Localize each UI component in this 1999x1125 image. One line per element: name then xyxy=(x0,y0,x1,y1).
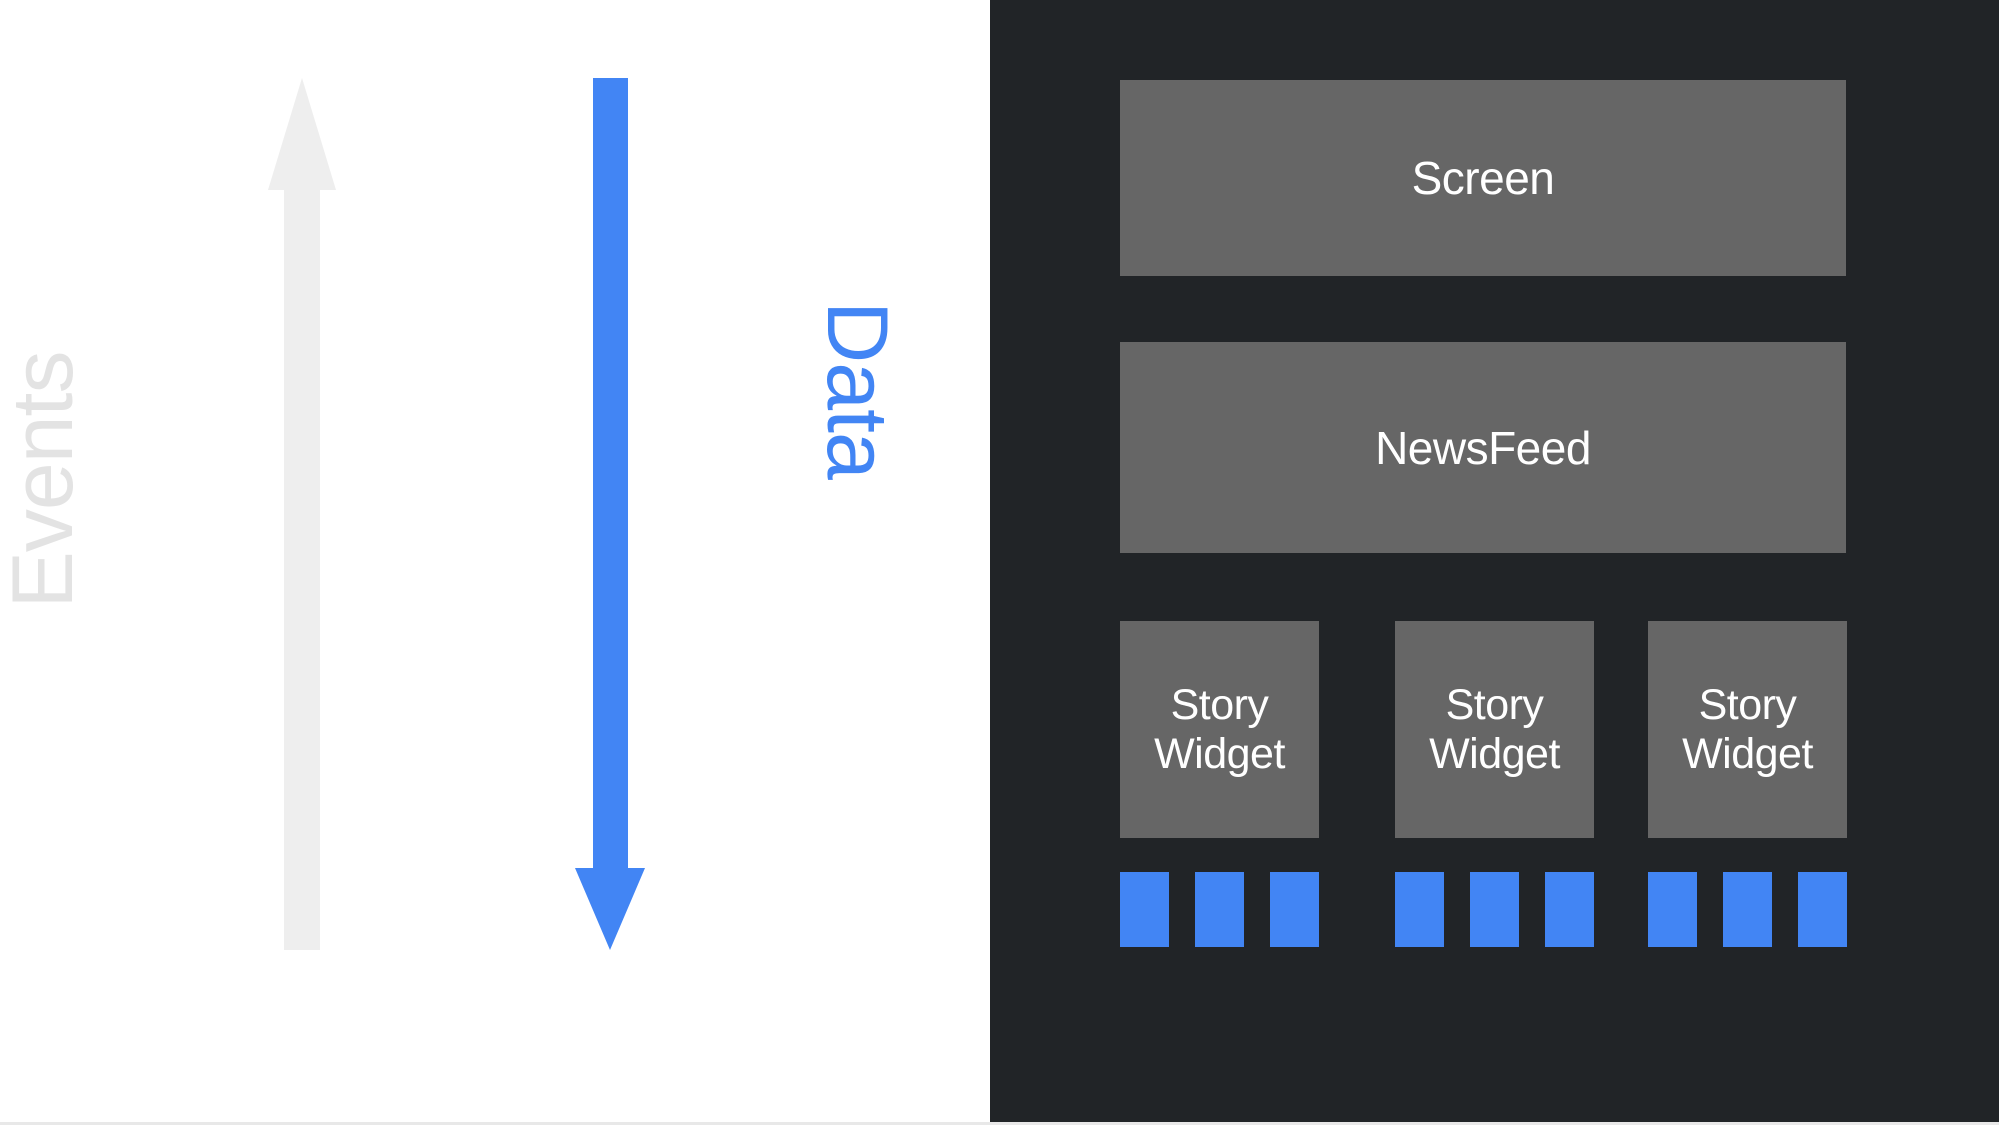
node-newsfeed[interactable]: NewsFeed xyxy=(1120,342,1846,553)
story-widget-group-1: Story Widget xyxy=(1120,621,1319,947)
arrow-up-icon xyxy=(266,78,338,950)
story-widget-1-line1: Story xyxy=(1170,681,1269,730)
story-widget-group-2: Story Widget xyxy=(1395,621,1594,947)
story-widget-2-line1: Story xyxy=(1445,681,1544,730)
widget-tree-panel: Screen NewsFeed Story Widget xyxy=(990,0,1999,1122)
story-widget-3-line2: Widget xyxy=(1682,729,1813,778)
node-story-widget-1[interactable]: Story Widget xyxy=(1120,621,1319,838)
node-screen-label: Screen xyxy=(1411,152,1555,204)
leaf-bar-2-1[interactable] xyxy=(1395,872,1444,947)
leaf-bar-3-3[interactable] xyxy=(1798,872,1847,947)
leaf-bar-2-3[interactable] xyxy=(1545,872,1594,947)
story-widget-group-3: Story Widget xyxy=(1648,621,1847,947)
events-flow-label: Events xyxy=(0,351,91,609)
node-story-widget-2[interactable]: Story Widget xyxy=(1395,621,1594,838)
leaf-bar-3-1[interactable] xyxy=(1648,872,1697,947)
data-flow-label: Data xyxy=(809,301,905,479)
node-story-widget-3[interactable]: Story Widget xyxy=(1648,621,1847,838)
story-widget-3-line1: Story xyxy=(1698,681,1797,730)
leaf-bar-1-3[interactable] xyxy=(1270,872,1319,947)
story-widget-1-line2: Widget xyxy=(1154,729,1285,778)
story-widget-2-line2: Widget xyxy=(1429,729,1560,778)
leaf-bar-1-1[interactable] xyxy=(1120,872,1169,947)
story-widget-3-bars xyxy=(1648,872,1847,947)
flow-region: Events Data xyxy=(0,0,990,1122)
arrow-down-icon xyxy=(564,78,648,950)
leaf-bar-2-2[interactable] xyxy=(1470,872,1519,947)
node-screen[interactable]: Screen xyxy=(1120,80,1846,276)
leaf-bar-1-2[interactable] xyxy=(1195,872,1244,947)
node-newsfeed-label: NewsFeed xyxy=(1375,421,1591,474)
story-widget-row: Story Widget Story Widget xyxy=(1120,621,1847,947)
leaf-bar-3-2[interactable] xyxy=(1723,872,1772,947)
story-widget-1-bars xyxy=(1120,872,1319,947)
story-widget-2-bars xyxy=(1395,872,1594,947)
